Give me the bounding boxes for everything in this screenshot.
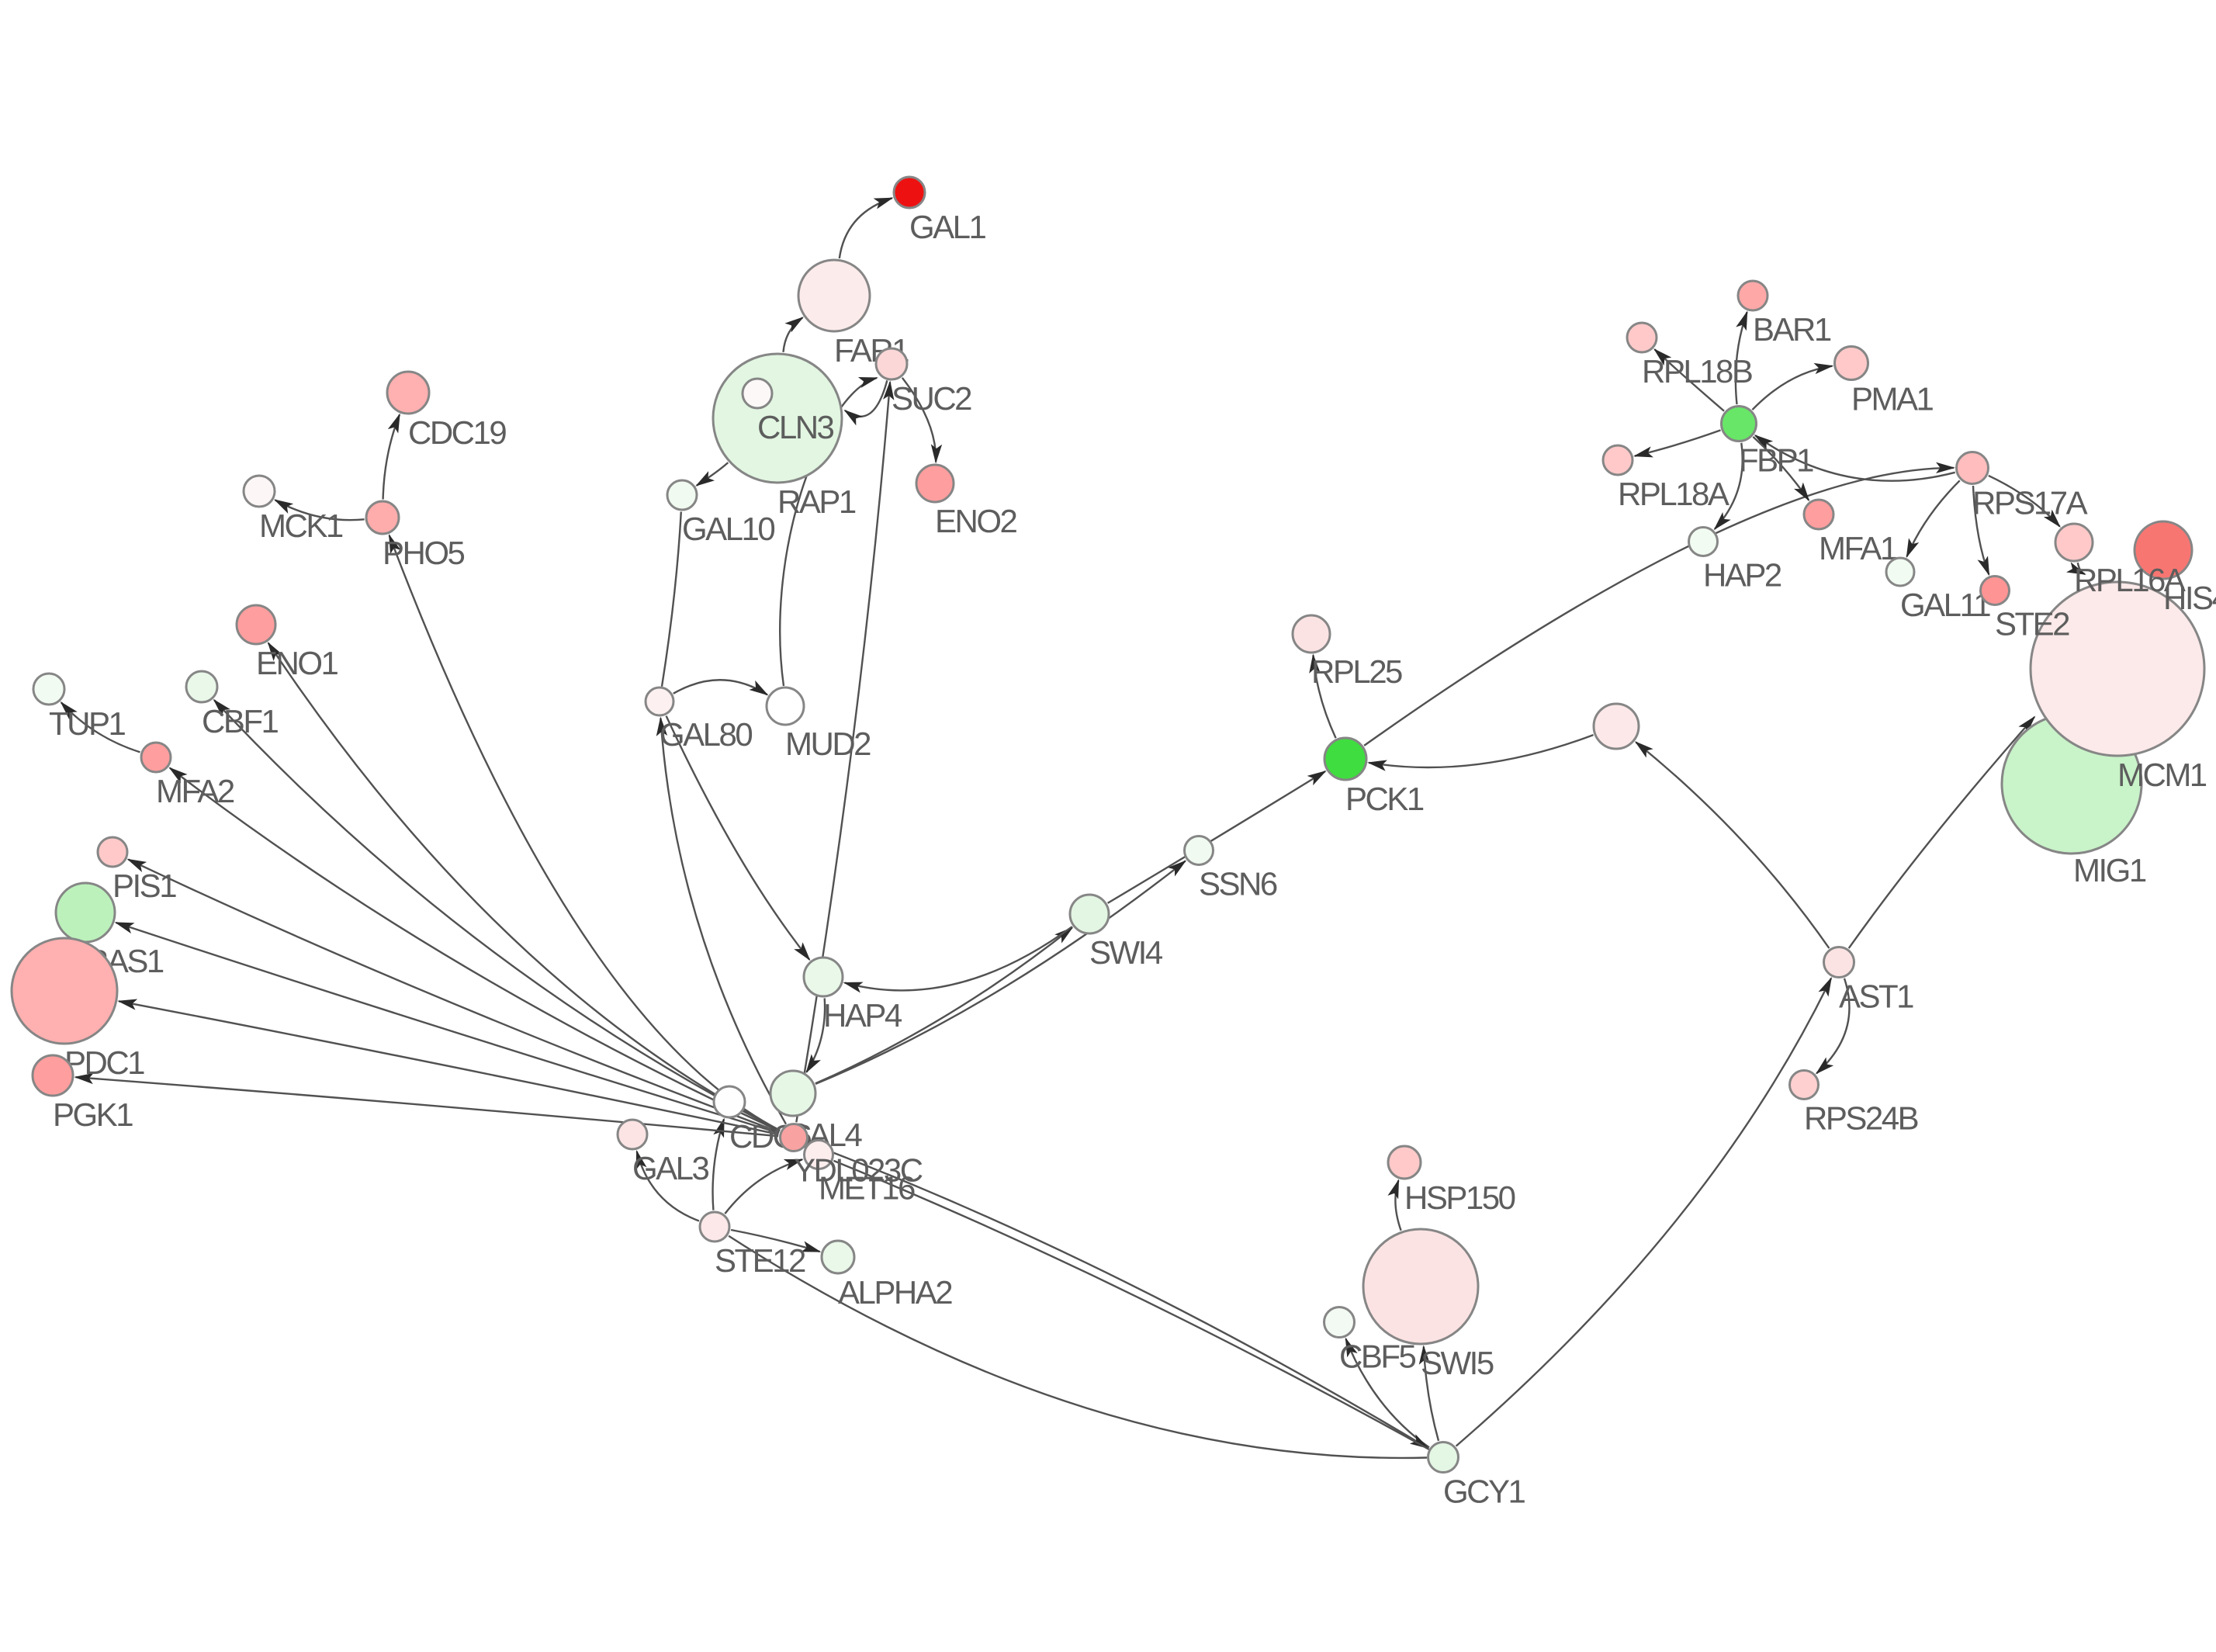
svg-text:PDC1: PDC1 — [64, 1044, 144, 1081]
svg-text:GAL10: GAL10 — [682, 511, 774, 547]
svg-text:GAL11: GAL11 — [1900, 587, 1990, 623]
svg-text:HAP2: HAP2 — [1703, 557, 1781, 594]
svg-text:MFA2: MFA2 — [156, 773, 234, 809]
svg-text:GAL3: GAL3 — [632, 1150, 709, 1186]
svg-text:BAR1: BAR1 — [1753, 311, 1831, 348]
svg-text:HSP150: HSP150 — [1404, 1179, 1515, 1216]
svg-text:SWI5: SWI5 — [1421, 1345, 1494, 1381]
svg-text:PIS1: PIS1 — [113, 868, 176, 904]
svg-text:FBP1: FBP1 — [1739, 442, 1813, 479]
svg-text:MUD2: MUD2 — [785, 726, 871, 762]
svg-text:GAL80: GAL80 — [660, 716, 752, 753]
svg-text:AST1: AST1 — [1839, 978, 1913, 1015]
svg-text:RPL16A: RPL16A — [2074, 562, 2186, 598]
svg-text:RPS24B: RPS24B — [1804, 1100, 1918, 1137]
svg-text:ENO1: ENO1 — [256, 645, 338, 681]
svg-text:CDC19: CDC19 — [408, 414, 506, 451]
svg-text:ALPHA2: ALPHA2 — [838, 1274, 952, 1311]
svg-text:HAP4: HAP4 — [823, 997, 902, 1034]
svg-text:CBF1: CBF1 — [202, 703, 279, 739]
svg-text:RAP1: RAP1 — [777, 483, 856, 520]
svg-text:MCK1: MCK1 — [259, 507, 343, 544]
svg-text:GCY1: GCY1 — [1443, 1474, 1525, 1510]
svg-text:PGK1: PGK1 — [53, 1096, 133, 1133]
svg-text:ENO2: ENO2 — [935, 503, 1017, 539]
svg-text:MIG1: MIG1 — [2073, 852, 2146, 888]
svg-text:MCM1: MCM1 — [2117, 757, 2207, 793]
svg-text:CLN3: CLN3 — [757, 409, 834, 445]
svg-text:SUC2: SUC2 — [892, 380, 971, 417]
svg-text:SSN6: SSN6 — [1199, 866, 1277, 902]
svg-text:STE12: STE12 — [715, 1242, 805, 1279]
svg-text:RPL18A: RPL18A — [1618, 476, 1730, 512]
svg-text:RPS17A: RPS17A — [1972, 485, 2088, 521]
svg-text:PHO5: PHO5 — [383, 535, 465, 571]
svg-text:PMA1: PMA1 — [1851, 381, 1934, 417]
svg-text:MET16: MET16 — [819, 1170, 915, 1207]
svg-text:TUP1: TUP1 — [49, 705, 126, 742]
svg-text:MFA1: MFA1 — [1819, 530, 1897, 566]
svg-text:YDL023C: YDL023C — [794, 1152, 923, 1189]
svg-text:PCK1: PCK1 — [1345, 781, 1424, 817]
svg-text:HIS4: HIS4 — [2163, 580, 2216, 616]
svg-text:SWI4: SWI4 — [1089, 934, 1163, 971]
svg-text:RPL25: RPL25 — [1311, 653, 1402, 690]
svg-text:STE2: STE2 — [1995, 606, 2069, 642]
svg-text:GAL1: GAL1 — [909, 209, 986, 245]
svg-text:RPL18B: RPL18B — [1642, 353, 1752, 390]
svg-text:CBF5: CBF5 — [1339, 1339, 1416, 1375]
